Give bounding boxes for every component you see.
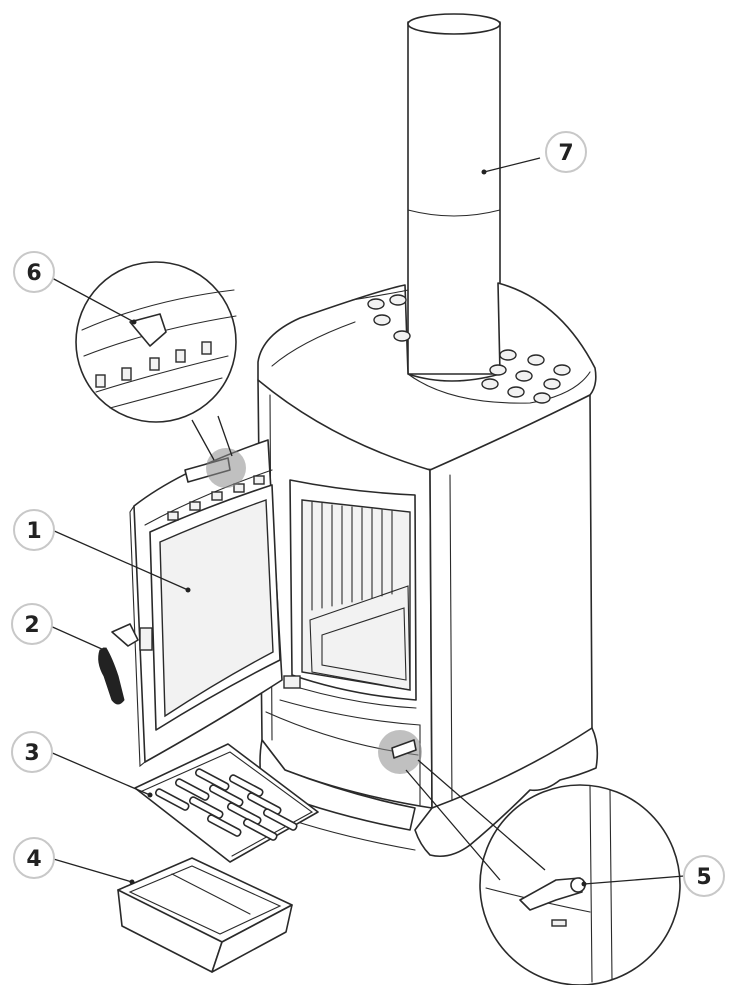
callout-7: 7	[545, 131, 587, 173]
grate-slots	[154, 768, 298, 841]
air-slider-highlight	[206, 448, 246, 488]
callout-2: 2	[11, 603, 53, 645]
flue-pipe	[407, 13, 501, 375]
callout-5-label: 5	[696, 865, 711, 890]
callout-6-label: 6	[26, 261, 41, 286]
callout-4-label: 4	[26, 847, 41, 872]
leader-lines	[47, 157, 685, 887]
callout-1: 1	[13, 509, 55, 551]
door-vent-slots	[167, 475, 265, 521]
callout-6: 6	[13, 251, 55, 293]
detail-view-air-slider	[75, 261, 237, 461]
ash-pan	[117, 857, 293, 973]
door-handle	[98, 623, 139, 705]
callout-5: 5	[683, 855, 725, 897]
stove-door	[129, 439, 301, 768]
top-air-holes	[367, 294, 571, 404]
air-lever	[378, 730, 422, 774]
firebox	[265, 479, 421, 806]
firebox-back-bars	[311, 501, 393, 611]
callout-3-label: 3	[24, 741, 39, 766]
callout-7-label: 7	[558, 141, 573, 166]
callout-1-label: 1	[26, 519, 41, 544]
ash-grate	[134, 743, 319, 863]
callout-4: 4	[13, 837, 55, 879]
callout-3: 3	[11, 731, 53, 773]
callout-2-label: 2	[24, 613, 39, 638]
